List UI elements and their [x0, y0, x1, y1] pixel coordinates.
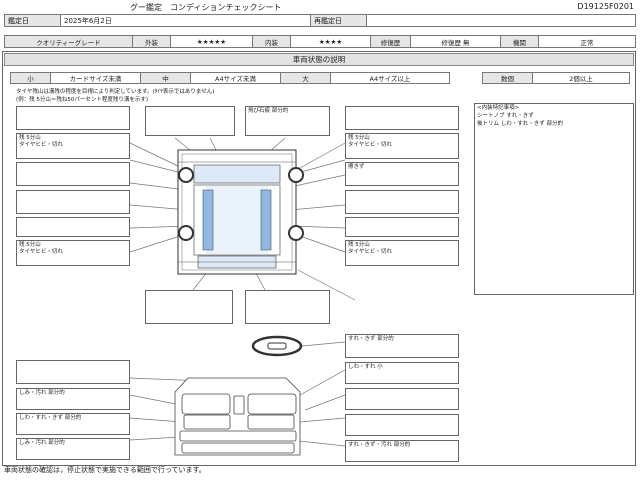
- interior-notes-title: <内装特記事項>: [477, 105, 520, 111]
- interior-label: 内装: [253, 36, 291, 47]
- mechanism-label: 機関: [501, 36, 539, 47]
- inspection-date-value: 2025年6月2日: [61, 15, 311, 26]
- int-box-steering: すれ・きず 部分的: [345, 334, 459, 358]
- ext-box-tire-fr: 残 5分山 タイヤヒビ・切れ: [345, 133, 459, 159]
- interior-notes-box: <内装特記事項> シートノブ すれ・きず 後トリム しわ・すれ・きず 部分的: [474, 103, 634, 295]
- tire-note-1: タイヤ残山は溝残の程度を目視により判定しています。(ﾀｲﾔ表示ではありません): [16, 89, 215, 95]
- ext-box-tire-fl: 残 5分山 タイヤヒビ・切れ: [16, 133, 130, 159]
- sheet-title: グー鑑定 コンディションチェックシート: [130, 3, 282, 12]
- ext-box-l1: [16, 106, 130, 130]
- ext-box-r1: [345, 106, 459, 130]
- int-box-right-3: [345, 388, 459, 410]
- int-box-left-top: [16, 360, 130, 384]
- footer-note: 車両状態の確認は，停止状態で実施できる範囲で行っています。: [4, 466, 206, 474]
- legend-large: 大: [281, 73, 331, 83]
- int-box-right-upper: しわ・すれ 小: [345, 362, 459, 384]
- ext-box-l3: [16, 162, 130, 186]
- ext-box-r5: [345, 217, 459, 237]
- exterior-label: 外装: [133, 36, 171, 47]
- ext-box-front-left: [145, 106, 235, 136]
- quality-grade-label: クオリティーグレード: [5, 36, 133, 47]
- ext-box-tire-rl: 残 5分山 タイヤヒビ・切れ: [16, 240, 130, 266]
- ext-box-rear-right: [245, 290, 330, 324]
- ext-box-right-mid: 擦きず: [345, 162, 459, 186]
- repair-history-value: 修復歴 無: [411, 36, 501, 47]
- int-box-left-3: しみ・汚れ 部分的: [16, 438, 130, 460]
- reinspection-date-label: 再鑑定日: [311, 15, 367, 26]
- int-box-right-bottom: すれ・きず・汚れ 部分的: [345, 440, 459, 462]
- sheet-header: グー鑑定 コンディションチェックシート D19125F0201: [0, 2, 640, 14]
- legend-small: 小: [11, 73, 51, 83]
- interior-notes-line2: 後トリム しわ・すれ・きず 部分的: [477, 121, 563, 127]
- count-legend: 数個 2個以上: [482, 72, 630, 84]
- legend-small-desc: カードサイズ未満: [51, 73, 141, 83]
- exterior-stars: ★★★★★: [171, 36, 253, 47]
- ext-box-tire-rr: 残 5分山 タイヤヒビ・切れ: [345, 240, 459, 266]
- grade-row: クオリティーグレード 外装 ★★★★★ 内装 ★★★★ 修復歴 修復歴 無 機関…: [4, 35, 636, 48]
- condition-panel: [2, 51, 636, 466]
- legend-large-desc: A4サイズ以上: [369, 75, 411, 83]
- interior-stars: ★★★★: [291, 36, 371, 47]
- legend-medium: 中: [141, 73, 191, 83]
- section-title: 車両状態の説明: [4, 53, 634, 66]
- car-top-view: [177, 149, 304, 275]
- date-row: 鑑定日 2025年6月2日 再鑑定日: [4, 14, 636, 27]
- int-box-right-4: [345, 414, 459, 436]
- inspection-date-label: 鑑定日: [5, 15, 61, 26]
- ext-box-rear-left: [145, 290, 233, 324]
- legend-count: 数個: [483, 73, 533, 83]
- ext-box-l5: [16, 217, 130, 237]
- ext-box-r4: [345, 190, 459, 214]
- tire-note-2: (例：残 5分山＝残ね50パーセント程度残り溝を示す): [16, 97, 149, 103]
- legend-medium-desc: A4サイズ未満: [191, 73, 281, 83]
- int-box-left-2: しわ・すれ・きず 部分的: [16, 413, 130, 435]
- steering-wheel-icon: [251, 335, 303, 357]
- ext-box-front: 飛び石痕 部分的: [245, 106, 330, 136]
- interior-notes-line1: シートノブ すれ・きず: [477, 113, 534, 119]
- ext-box-l4: [16, 190, 130, 214]
- legend-count-desc: 2個以上: [569, 75, 593, 83]
- int-box-left-1: しみ・汚れ 部分的: [16, 388, 130, 410]
- sheet-code: D19125F0201: [577, 2, 634, 11]
- size-legend: 小 カードサイズ未満 中 A4サイズ未満 大 A4サイズ以上: [10, 72, 450, 84]
- repair-history-label: 修復歴: [371, 36, 411, 47]
- interior-seats: [174, 377, 301, 456]
- mechanism-value: 正常: [580, 38, 594, 47]
